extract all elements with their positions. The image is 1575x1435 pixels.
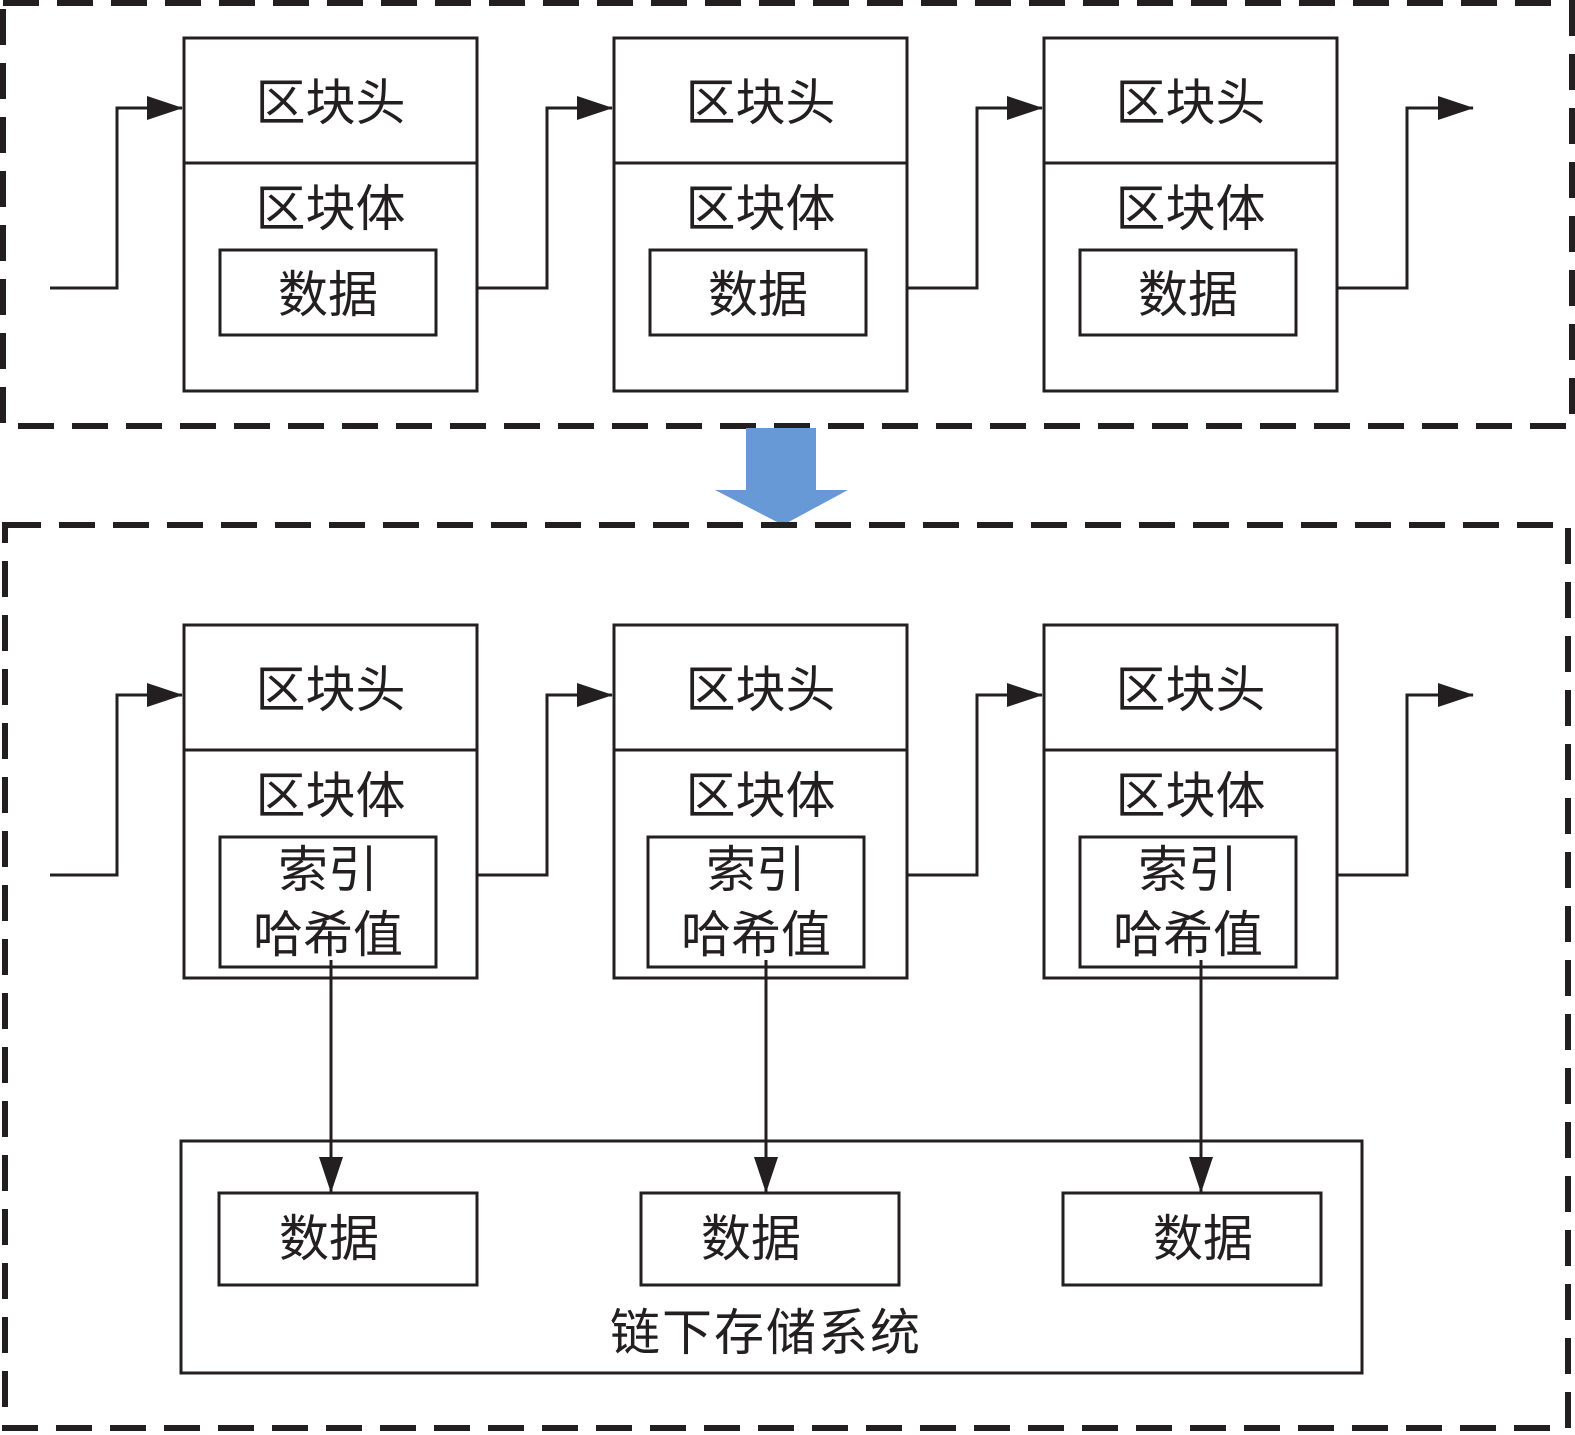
chain-link-arrow (1337, 683, 1474, 877)
block-header-label: 区块头 (256, 74, 406, 132)
block-body-label: 区块体 (256, 180, 406, 238)
index-hash-box (218, 835, 438, 969)
offchain-data-box (217, 1191, 479, 1287)
index-hash-box (1078, 835, 1298, 969)
index-label: 索引 (278, 841, 378, 899)
offchain-data-item-3: 数据 (1061, 1191, 1323, 1287)
offchain-data-label: 数据 (701, 1210, 801, 1268)
index-label: 索引 (1138, 841, 1238, 899)
index-hash-box (646, 835, 866, 969)
hash-value-label: 哈希值 (1113, 906, 1263, 964)
offchain-storage-system: 数据 数据 数据 链下存储系统 (179, 1139, 1364, 1375)
block-body-label: 区块体 (686, 180, 836, 238)
hash-value-label: 哈希值 (681, 906, 831, 964)
top-panel-border (0, 0, 1575, 429)
block-body-label: 区块体 (256, 767, 406, 825)
offchain-data-label: 数据 (279, 1210, 379, 1268)
hash-to-data-links (319, 960, 1213, 1193)
block-body-label: 区块体 (1116, 767, 1266, 825)
data-box (648, 248, 868, 337)
chain-link-arrow (1337, 96, 1474, 290)
block-header-label: 区块头 (686, 661, 836, 719)
index-label: 索引 (706, 841, 806, 899)
block-body-label: 区块体 (686, 767, 836, 825)
block-header-label: 区块头 (1116, 74, 1266, 132)
data-label: 数据 (708, 266, 808, 324)
data-box (218, 248, 438, 337)
chain-link-arrow (477, 683, 613, 877)
block-body-label: 区块体 (1116, 180, 1266, 238)
chain-link-arrow (907, 96, 1043, 290)
offchain-data-item-2: 数据 (639, 1191, 901, 1287)
bottom-panel-border (2, 522, 1571, 1431)
chain-link-arrow (477, 96, 613, 290)
offchain-storage-title: 链下存储系统 (610, 1304, 922, 1362)
chain-link-arrow (50, 96, 183, 290)
bottom-panel-connectors (50, 683, 1474, 877)
chain-link-arrow (50, 683, 183, 877)
block-header-label: 区块头 (686, 74, 836, 132)
data-label: 数据 (1138, 266, 1238, 324)
top-panel-connectors (50, 96, 1474, 290)
offchain-data-box (1061, 1191, 1323, 1287)
block-header-label: 区块头 (256, 661, 406, 719)
offchain-data-item-1: 数据 (217, 1191, 479, 1287)
data-label: 数据 (278, 266, 378, 324)
chain-link-arrow (907, 683, 1043, 877)
offchain-data-label: 数据 (1153, 1210, 1253, 1268)
offchain-data-box (639, 1191, 901, 1287)
hash-value-label: 哈希值 (253, 906, 403, 964)
down-arrow-icon (715, 428, 848, 525)
data-box (1078, 248, 1298, 337)
block-header-label: 区块头 (1116, 661, 1266, 719)
